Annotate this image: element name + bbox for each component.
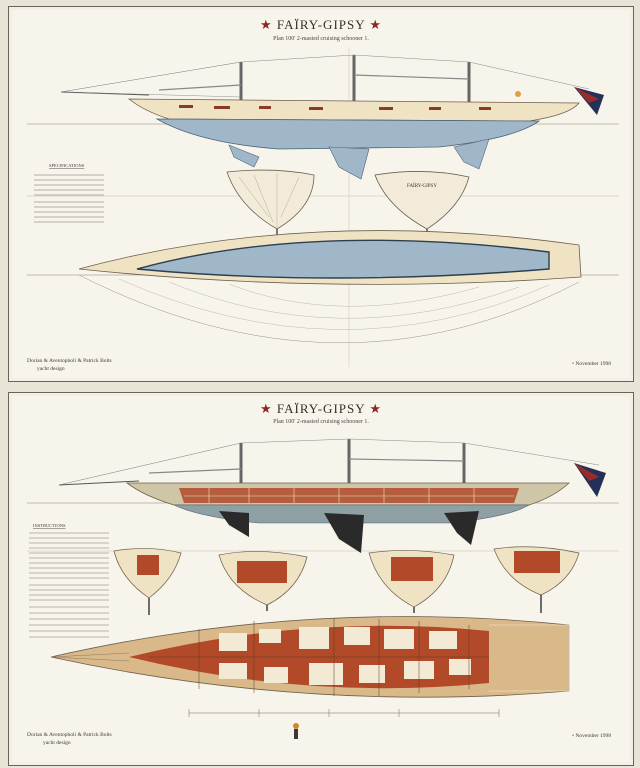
plan-sheet-top: ★ FAÏRY-GIPSY ★ Plan 100' 2-masted cruis…: [8, 6, 634, 382]
sail-plan-profile: [60, 54, 604, 180]
designer-name: Dorian & Aventopholi & Patrick Bolts: [27, 732, 112, 738]
star-ornament-icon: •: [572, 733, 575, 739]
star-ornament-icon: ★: [259, 401, 273, 416]
sheet-title-text: FAÏRY-GIPSY: [276, 17, 366, 32]
star-ornament-icon: •: [572, 361, 575, 367]
specifications-block: [34, 174, 104, 223]
sheet-subtitle: Plan 100' 2-masted cruising schooner 1.: [273, 36, 369, 42]
plan-date-text: November 1998: [575, 361, 611, 367]
legend-title: INSTRUCTIONS: [33, 523, 66, 528]
designer-role: yacht design: [37, 366, 65, 372]
sheet-title: ★ FAÏRY-GIPSY ★: [9, 17, 633, 33]
star-ornament-icon: ★: [369, 17, 383, 32]
person-figure-icon: [293, 723, 299, 729]
stern-name-label: FAÏRY-GIPSY: [407, 183, 437, 189]
plan-view-hull: [78, 230, 582, 343]
bottom-drawing: INSTRUCTIONS: [27, 438, 619, 739]
top-drawing: FAÏRY-GIPSY SPECIFICATIONS: [27, 47, 619, 367]
designer-credit: Dorian & Aventopholi & Patrick Bolts yac…: [27, 731, 112, 747]
sheet-title: ★ FAÏRY-GIPSY ★: [9, 401, 633, 417]
sheet-title-text: FAÏRY-GIPSY: [276, 401, 366, 416]
designer-credit: Dorian & Aventopholi & Patrick Bolts yac…: [27, 357, 112, 373]
star-ornament-icon: ★: [369, 401, 383, 416]
star-ornament-icon: ★: [259, 17, 273, 32]
legend-notes: [29, 532, 109, 638]
sheet-subtitle: Plan 100' 2-masted cruising schooner 1.: [273, 419, 369, 425]
plan-sheet-bottom: ★ FAÏRY-GIPSY ★ Plan 100' 2-masted cruis…: [8, 392, 634, 766]
plan-date-text: November 1998: [575, 733, 611, 739]
designer-role: yacht design: [43, 740, 71, 746]
specs-title: SPECIFICATIONS: [49, 163, 85, 168]
plan-date: • November 1998: [572, 361, 611, 367]
interior-sections: [113, 546, 580, 615]
designer-name: Dorian & Aventopholi & Patrick Bolts: [27, 358, 112, 364]
plan-date: • November 1998: [572, 733, 611, 739]
interior-profile: [58, 438, 606, 553]
person-figure-icon: [515, 91, 521, 97]
accommodation-plan: [50, 616, 570, 698]
